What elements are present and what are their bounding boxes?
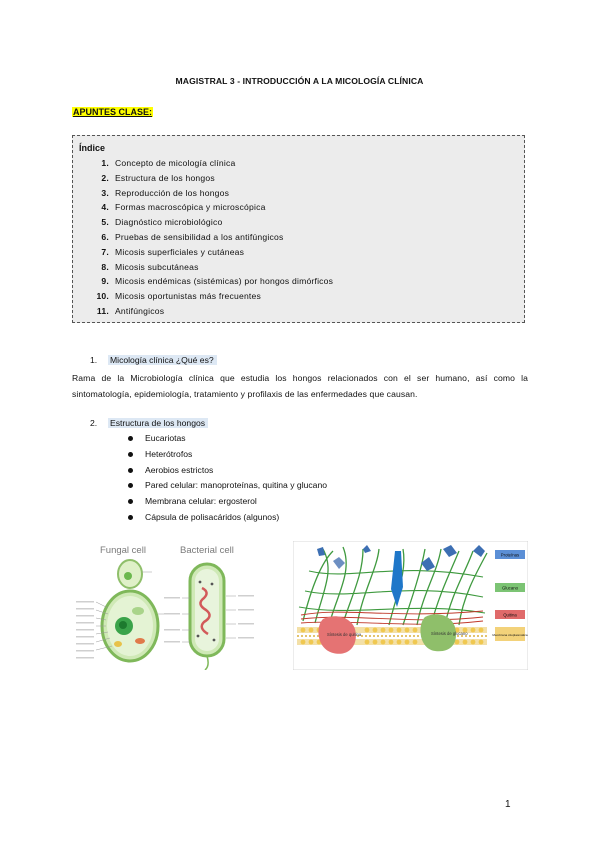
bullet-dot-icon [128,514,133,520]
index-item-number: 3. [101,187,109,198]
bullet-dot-icon [128,436,133,441]
index-item-number: 8. [101,261,109,272]
legend-swatch-quitina [495,610,525,619]
cell-wall-mesh-illustration [298,545,488,626]
section-1-title: Micología clínica ¿Qué es? [108,355,217,365]
bacterial-cell-label: Bacterial cell [180,545,234,556]
index-item: 4. Formas macroscópica y microscópica [73,202,524,217]
apuntes-label: APUNTES CLASE: [72,107,154,117]
document-title: MAGISTRAL 3 - INTRODUCCIÓN A LA MICOLOGÍ… [175,76,424,86]
index-item-text: Micosis oportunistas más frecuentes [115,291,261,302]
index-title: Índice [79,143,106,153]
glucano-synthase-enzyme: Síntesis de glucano [420,614,468,652]
index-item: 10. Micosis oportunistas más frecuentes [73,291,524,306]
index-item-number: 7. [101,246,109,257]
index-item-number: 2. [101,172,109,183]
index-item-text: Micosis endémicas (sistémicas) por hongo… [115,276,334,287]
index-item: 6. Pruebas de sensibilidad a los antifúng… [73,232,524,247]
index-item-text: Micosis subcutáneas [115,261,199,272]
section-2-title: Estructura de los hongos [108,418,209,428]
index-item: 3. Reproducción de los hongos [73,188,524,203]
bullet-text: Pared celular: manoproteínas, quitina y … [145,480,328,491]
page-number: 1 [505,799,511,810]
index-item-number: 4. [101,202,109,213]
bacterial-cell-illustration [164,562,254,670]
fungal-cell-illustration [76,559,166,663]
bullet-text: Aerobios estrictos [145,464,214,475]
legend-swatch-membrana [495,627,525,641]
section-1-number: 1. [90,355,98,365]
index-box: Índice 1. Concepto de micología clínica 2… [72,135,525,323]
index-item-number: 6. [101,231,109,242]
index-item-text: Diagnóstico microbiológico [115,217,223,228]
bullet-dot-icon [128,451,133,457]
index-item: 1. Concepto de micología clínica [73,158,524,173]
index-item: 11. Antifúngicos [73,306,524,321]
index-item-text: Antifúngicos [115,305,165,316]
bullet-dot-icon [128,483,133,489]
index-item: 5. Diagnóstico microbiológico [73,217,524,232]
section-1-paragraph: Rama de la Microbiología clínica que est… [72,373,528,399]
fungal-cell-wall-figure: Síntesis de quitina Síntesis de glucano … [293,541,528,670]
index-item-text: Micosis superficiales y cutáneas [115,246,245,257]
legend-swatch-proteinas [495,550,525,559]
cell-wall-legend: Proteínas Glucano Quitina Membrana citop… [492,550,528,641]
index-item: 8. Micosis subcutáneas [73,262,524,277]
index-item: 2. Estructura de los hongos [73,173,524,188]
index-item-number: 11. [96,305,109,316]
bullet-text: Eucariotas [145,433,186,443]
enzyme-right-label: Síntesis de glucano [431,631,468,636]
enzyme-left-label: Síntesis de quitina [327,632,362,637]
index-item-number: 9. [101,276,109,287]
bullet-text: Cápsula de polisacáridos (algunos) [145,511,280,522]
index-item-text: Concepto de micología clínica [115,158,236,168]
index-item-number: 5. [101,217,109,228]
index-item-number: 1. [101,158,109,168]
index-list: 1. Concepto de micología clínica 2. Estruc… [73,158,524,321]
legend-label-quitina: Quitina [503,613,517,618]
index-item-number: 10. [96,291,109,302]
legend-swatch-glucano [495,583,525,592]
index-item: 7. Micosis superficiales y cutáneas [73,247,524,262]
bullet-text: Membrana celular: ergosterol [145,496,257,507]
legend-label-membrana: Membrana citoplasmática [492,633,528,637]
index-item-text: Formas macroscópica y microscópica [115,202,266,213]
legend-label-proteinas: Proteínas [501,553,519,558]
index-item-text: Estructura de los hongos [115,172,215,183]
index-item: 9. Micosis endémicas (sistémicas) por hon… [73,276,524,291]
section-2-heading: 2. Estructura de los hongos [90,418,209,428]
bullet-text: Heterótrofos [145,448,193,459]
legend-label-glucano: Glucano [502,586,519,591]
bullet-dot-icon [128,499,133,505]
index-item-text: Reproducción de los hongos [115,187,230,198]
fungal-bacterial-cell-figure: Fungal cell Bacterial cell [76,545,254,670]
index-item-text: Pruebas de sensibilidad a los antifúngic… [115,231,284,242]
section-1-heading: 1. Micología clínica ¿Qué es? [90,355,217,365]
bullet-dot-icon [128,467,133,473]
fungal-cell-label: Fungal cell [100,545,146,556]
section-2-number: 2. [90,418,98,428]
quitina-synthase-enzyme: Síntesis de quitina [318,616,362,654]
